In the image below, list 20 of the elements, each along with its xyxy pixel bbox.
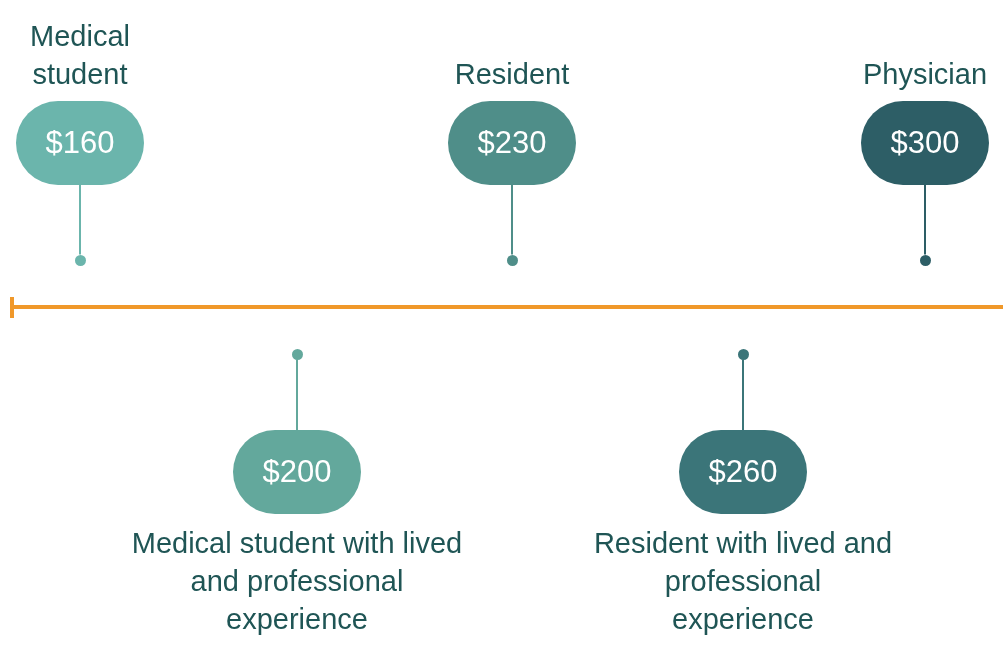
timeline-dot: [74, 254, 86, 266]
price-pill: $300: [861, 101, 989, 185]
timeline-dot: [291, 348, 303, 360]
leader-line: [924, 184, 926, 256]
price-pill: $260: [679, 430, 807, 514]
stage-label: Resident with lived and professional experience: [593, 526, 893, 637]
leader-line: [742, 358, 744, 431]
stage-label: Medical student: [29, 19, 131, 92]
timeline-dot: [506, 254, 518, 266]
price-pill: $200: [233, 430, 361, 514]
leader-line: [511, 184, 513, 256]
leader-line: [296, 358, 298, 431]
stage-label: Medical student with lived and professional experience: [130, 526, 464, 637]
timeline-dot: [919, 254, 931, 266]
leader-line: [79, 184, 81, 256]
timeline-dot: [737, 348, 749, 360]
price-pill: $160: [16, 101, 144, 185]
stage-label: Resident: [453, 57, 571, 92]
price-pill: $230: [448, 101, 576, 185]
stage-label: Physician: [861, 57, 989, 92]
